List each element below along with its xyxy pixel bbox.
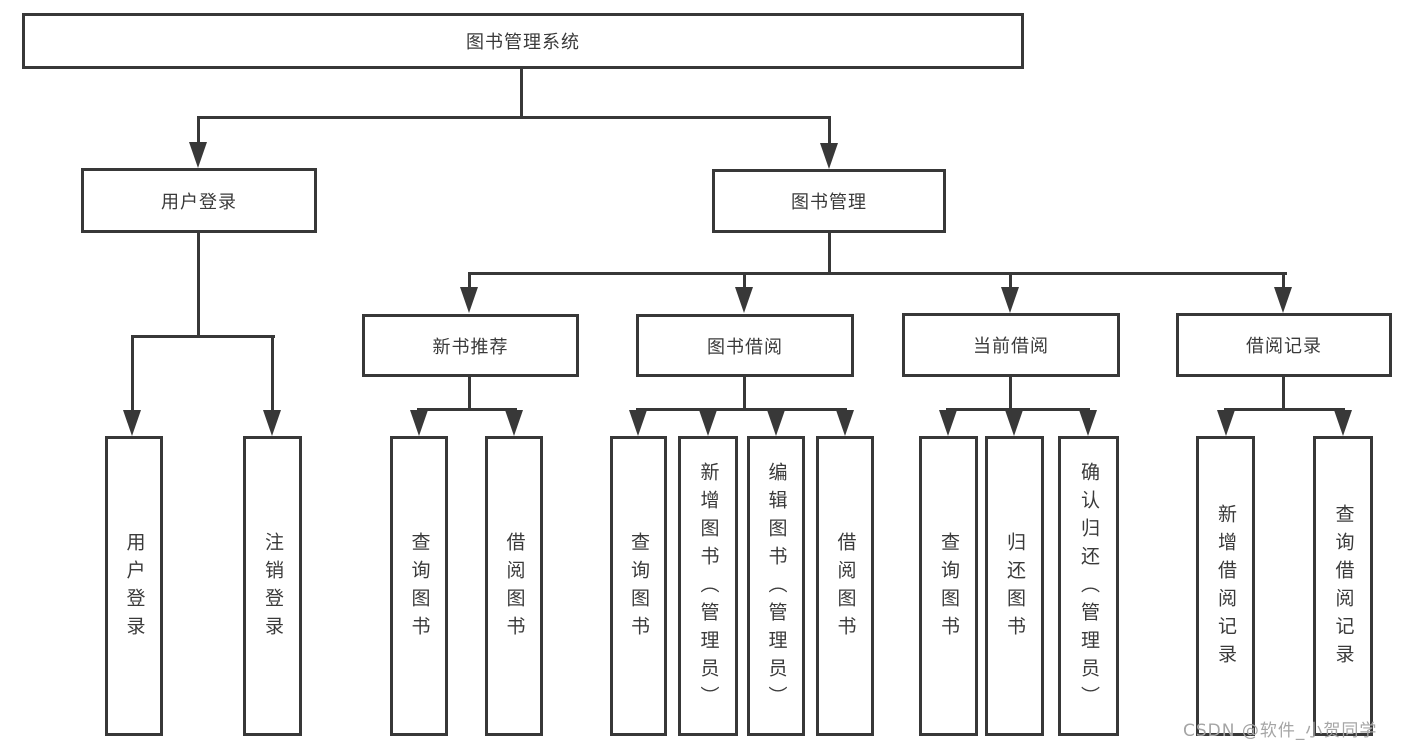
node-book-management: 图书管理 bbox=[712, 169, 946, 233]
connector-stem-record bbox=[1282, 272, 1285, 288]
connector-current-drop bbox=[1009, 376, 1012, 411]
arrowhead-borrow bbox=[735, 287, 753, 313]
connector-login-drop bbox=[197, 232, 200, 338]
arrowhead-current-leaf2 bbox=[1005, 410, 1023, 436]
node-leaf-borrow-books-recommend: 借阅图书 bbox=[485, 436, 543, 736]
arrowhead-login-leaf2 bbox=[263, 410, 281, 436]
node-leaf-edit-books-admin: 编辑图书（管理员） bbox=[747, 436, 805, 736]
connector-borrow-bus bbox=[636, 408, 847, 411]
node-leaf-borrow-books: 借阅图书 bbox=[816, 436, 874, 736]
node-new-book-recommend: 新书推荐 bbox=[362, 314, 579, 377]
connector-record-bus bbox=[1224, 408, 1345, 411]
connector-stem-newbook bbox=[468, 272, 471, 288]
arrowhead-record-leaf1 bbox=[1217, 410, 1235, 436]
connector-current-bus bbox=[946, 408, 1090, 411]
node-borrow-records: 借阅记录 bbox=[1176, 313, 1392, 377]
connector-stem-current bbox=[1009, 272, 1012, 288]
arrowhead-current-leaf1 bbox=[939, 410, 957, 436]
arrowhead-book-mgmt bbox=[820, 143, 838, 169]
node-leaf-query-books-current: 查询图书 bbox=[919, 436, 978, 736]
csdn-watermark: CSDN @软件_小贺同学 bbox=[1183, 721, 1378, 741]
connector-borrow-drop bbox=[743, 376, 746, 411]
connector-root-drop bbox=[520, 69, 523, 117]
arrowhead-record-leaf2 bbox=[1334, 410, 1352, 436]
node-leaf-add-books-admin: 新增图书（管理员） bbox=[678, 436, 738, 736]
connector-newbook-drop bbox=[468, 376, 471, 411]
connector-level2-bus bbox=[197, 116, 831, 119]
connector-stem-login-leaf2 bbox=[271, 335, 274, 412]
arrowhead-borrow-leaf2 bbox=[699, 410, 717, 436]
arrowhead-user-login bbox=[189, 142, 207, 168]
arrowhead-current-leaf3 bbox=[1079, 410, 1097, 436]
arrowhead-newbook-leaf1 bbox=[410, 410, 428, 436]
connector-newbook-bus bbox=[417, 408, 517, 411]
connector-stem-user-login bbox=[197, 116, 200, 144]
node-root-library-system: 图书管理系统 bbox=[22, 13, 1024, 69]
node-leaf-add-borrow-record: 新增借阅记录 bbox=[1196, 436, 1255, 736]
arrowhead-login-leaf1 bbox=[123, 410, 141, 436]
node-leaf-query-books-recommend: 查询图书 bbox=[390, 436, 448, 736]
arrowhead-current bbox=[1001, 287, 1019, 313]
connector-login-bus bbox=[131, 335, 275, 338]
node-book-borrowing: 图书借阅 bbox=[636, 314, 854, 377]
arrowhead-newbook-leaf2 bbox=[505, 410, 523, 436]
connector-stem-login-leaf1 bbox=[131, 335, 134, 412]
arrowhead-newbook bbox=[460, 287, 478, 313]
connector-stem-book-mgmt bbox=[828, 116, 831, 145]
node-current-borrowing: 当前借阅 bbox=[902, 313, 1120, 377]
arrowhead-borrow-leaf1 bbox=[629, 410, 647, 436]
node-leaf-query-borrow-record: 查询借阅记录 bbox=[1313, 436, 1373, 736]
node-leaf-logout: 注销登录 bbox=[243, 436, 302, 736]
arrowhead-borrow-leaf4 bbox=[836, 410, 854, 436]
node-leaf-confirm-return-admin: 确认归还（管理员） bbox=[1058, 436, 1119, 736]
connector-stem-borrow bbox=[743, 272, 746, 288]
node-leaf-query-books-borrowing: 查询图书 bbox=[610, 436, 667, 736]
node-user-login: 用户登录 bbox=[81, 168, 317, 233]
connector-record-drop bbox=[1282, 376, 1285, 411]
arrowhead-borrow-leaf3 bbox=[767, 410, 785, 436]
connector-level3-bus bbox=[468, 272, 1287, 275]
node-leaf-user-login: 用户登录 bbox=[105, 436, 163, 736]
node-leaf-return-books: 归还图书 bbox=[985, 436, 1044, 736]
arrowhead-record bbox=[1274, 287, 1292, 313]
connector-mgmt-drop bbox=[828, 232, 831, 274]
